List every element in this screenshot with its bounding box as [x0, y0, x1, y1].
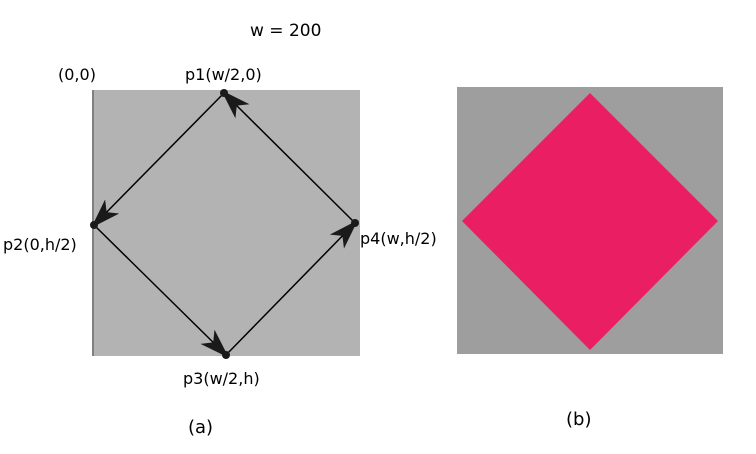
- edge-p4-p1: [221, 90, 356, 224]
- point-p4: [351, 219, 359, 227]
- point-p2: [90, 221, 98, 229]
- caption-a: (a): [188, 417, 213, 438]
- point-p3: [222, 351, 230, 359]
- caption-b: (b): [566, 409, 591, 430]
- edge-p1-p2: [91, 92, 225, 228]
- panel-a-background: [92, 90, 360, 356]
- point-p1: [220, 89, 228, 97]
- pink-diamond: [462, 93, 718, 350]
- point-p1-label: p1(w/2,0): [185, 65, 262, 84]
- point-p3-label: p3(w/2,h): [183, 369, 260, 388]
- edge-p3-p4: [225, 220, 358, 356]
- edge-p2-p3: [93, 224, 229, 358]
- point-p2-label: p2(0,h/2): [3, 235, 77, 254]
- panel-a: (0,0) p1(w/2,0) p2(0,h/2) p3(w/2,h) p4(w…: [3, 65, 437, 438]
- origin-label: (0,0): [58, 65, 96, 84]
- point-p4-label: p4(w,h/2): [360, 229, 437, 248]
- width-label: w = 200: [250, 21, 321, 41]
- panel-b: (b): [457, 87, 723, 430]
